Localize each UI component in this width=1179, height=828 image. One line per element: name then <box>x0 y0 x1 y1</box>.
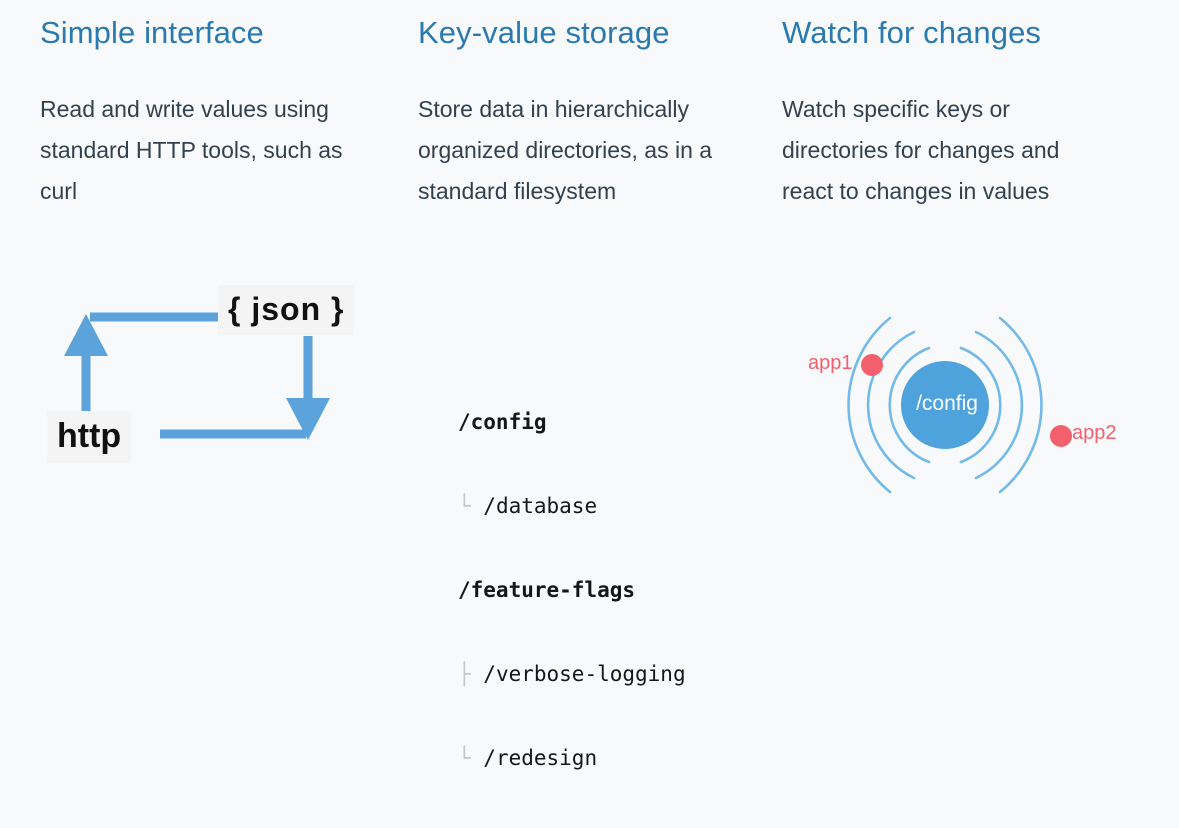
tree-row: /config <box>458 408 686 436</box>
column-3-heading: Watch for changes <box>782 15 1042 50</box>
columns-container: Simple interface Read and write values u… <box>0 0 1179 530</box>
tree-label: /verbose-logging <box>483 662 686 686</box>
http-json-loop-diagram: { json } http <box>40 278 380 478</box>
column-2-heading: Key-value storage <box>418 15 670 50</box>
config-node-circle <box>901 361 989 449</box>
config-node-label: /config <box>916 392 978 415</box>
tree-branch-icon: └ <box>458 746 484 770</box>
tree-label: /config <box>458 410 547 434</box>
watch-rings-diagram: app1 app2 /config <box>800 300 1160 520</box>
ring-2-right-arc <box>974 330 1024 480</box>
column-simple-interface: Simple interface Read and write values u… <box>0 0 380 530</box>
tree-label: /database <box>483 494 598 518</box>
column-3-body: Watch specific keys or directories for c… <box>782 96 1060 204</box>
tree-branch-icon: └ <box>458 494 484 518</box>
tree-label: /redesign <box>483 746 598 770</box>
column-1-heading: Simple interface <box>40 15 264 50</box>
http-chip: http <box>47 411 132 463</box>
tree-branch-icon: ├ <box>458 662 484 686</box>
column-key-value-storage: Key-value storage Store data in hierarch… <box>380 0 762 530</box>
ring-2-left-arc <box>866 330 916 480</box>
app2-label: app2 <box>1072 422 1117 444</box>
tree-row: └ /redesign <box>458 744 686 772</box>
feature-columns-page: Simple interface Read and write values u… <box>0 0 1179 770</box>
ring-3-right-arc <box>998 316 1043 494</box>
app2-dot <box>1050 425 1072 447</box>
tree-row: └ /database <box>458 492 686 520</box>
app1-label: app1 <box>808 352 853 374</box>
column-2-body: Store data in hierarchically organized d… <box>418 96 713 204</box>
column-1-body: Read and write values using standard HTT… <box>40 96 343 204</box>
ring-1-left-arc <box>888 346 931 464</box>
app1-dot <box>861 354 883 376</box>
tree-row: ├ /verbose-logging <box>458 660 686 688</box>
tree-row: /feature-flags <box>458 576 686 604</box>
watch-rings-svg <box>847 316 1072 494</box>
arrow-head-down <box>286 398 330 440</box>
tree-label: /feature-flags <box>458 578 636 602</box>
column-watch-for-changes: Watch for changes Watch specific keys or… <box>762 0 1179 530</box>
directory-tree: /config └ /database /feature-flags ├ /ve… <box>458 352 686 828</box>
ring-3-left-arc <box>847 316 892 494</box>
ring-1-right-arc <box>959 346 1002 464</box>
json-chip: { json } <box>218 285 355 335</box>
arrow-head-up <box>64 314 108 356</box>
